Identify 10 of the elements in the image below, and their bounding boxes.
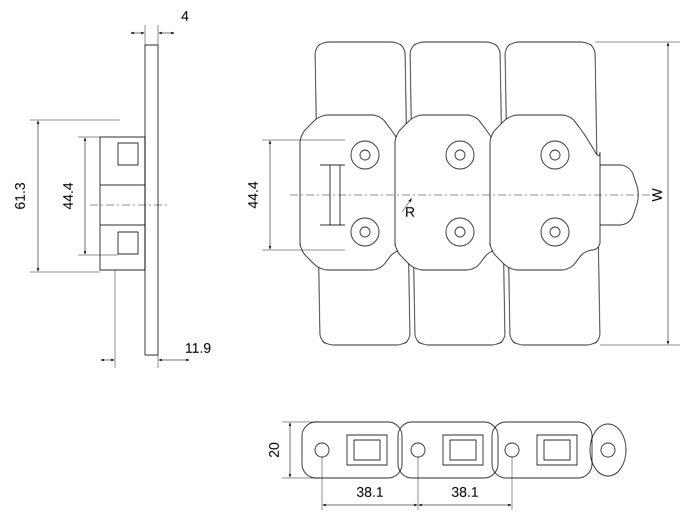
dimension-label: 44.4 [63, 182, 73, 210]
dimension-label: 38.1 [452, 487, 478, 497]
dimension-label: 44.4 [248, 182, 258, 208]
dimension-label: 11.9 [186, 343, 210, 353]
dimension-label: 4 [181, 11, 188, 21]
dimension-label: W [652, 188, 662, 202]
dimension-label: 61.3 [15, 183, 25, 209]
dimension-label: 20 [269, 442, 279, 458]
dimension-label: 38.1 [356, 487, 383, 497]
dimension-label: R [406, 207, 414, 217]
